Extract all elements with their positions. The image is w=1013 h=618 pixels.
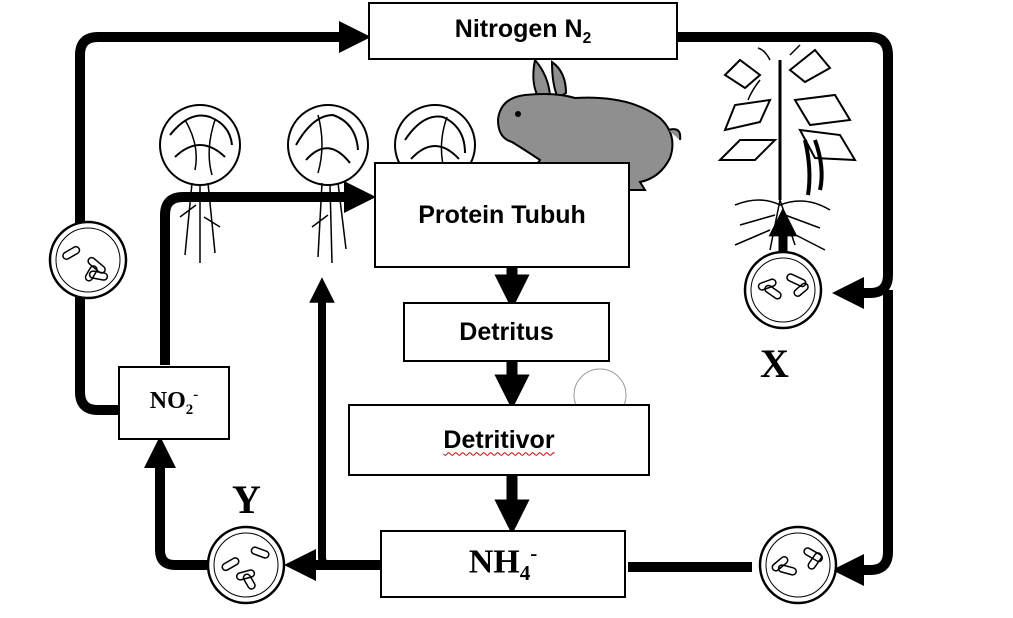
bean-plant-icon xyxy=(717,44,857,200)
bacteria-icon xyxy=(206,525,286,605)
label-y: Y xyxy=(232,477,261,522)
root-icon xyxy=(734,199,831,251)
detritus-label: Detritus xyxy=(459,317,554,346)
nitrite-label: NO2- xyxy=(149,387,199,418)
protein-label: Protein Tubuh xyxy=(418,200,586,229)
arrow-nitrite-to-nitrogen xyxy=(75,20,372,415)
nitrogen-label: Nitrogen N2 xyxy=(454,14,592,47)
nitrogen-box: Nitrogen N2 xyxy=(368,2,678,60)
label-x: X xyxy=(760,341,789,386)
cabbage-icon xyxy=(287,104,369,264)
arrow-right-loop-down xyxy=(831,290,893,587)
nitrite-box: NO2- xyxy=(118,366,230,440)
bacteria-icon xyxy=(743,250,823,330)
bacteria-icon xyxy=(758,525,838,605)
detritivor-box: Detritivor xyxy=(348,404,650,476)
arrow-nitrite-to-protein xyxy=(160,180,377,365)
ammonium-label: NH4- xyxy=(468,541,538,586)
arrow-nitrogen-to-x xyxy=(678,32,893,310)
arrow-y-to-nitrite xyxy=(143,435,210,570)
detritus-box: Detritus xyxy=(403,302,610,362)
detritivor-label: Detritivor xyxy=(443,425,555,454)
protein-box: Protein Tubuh xyxy=(374,162,630,268)
bacteria-icon xyxy=(48,220,128,300)
cabbage-icon xyxy=(159,104,241,263)
ammonium-box: NH4- xyxy=(380,530,626,598)
